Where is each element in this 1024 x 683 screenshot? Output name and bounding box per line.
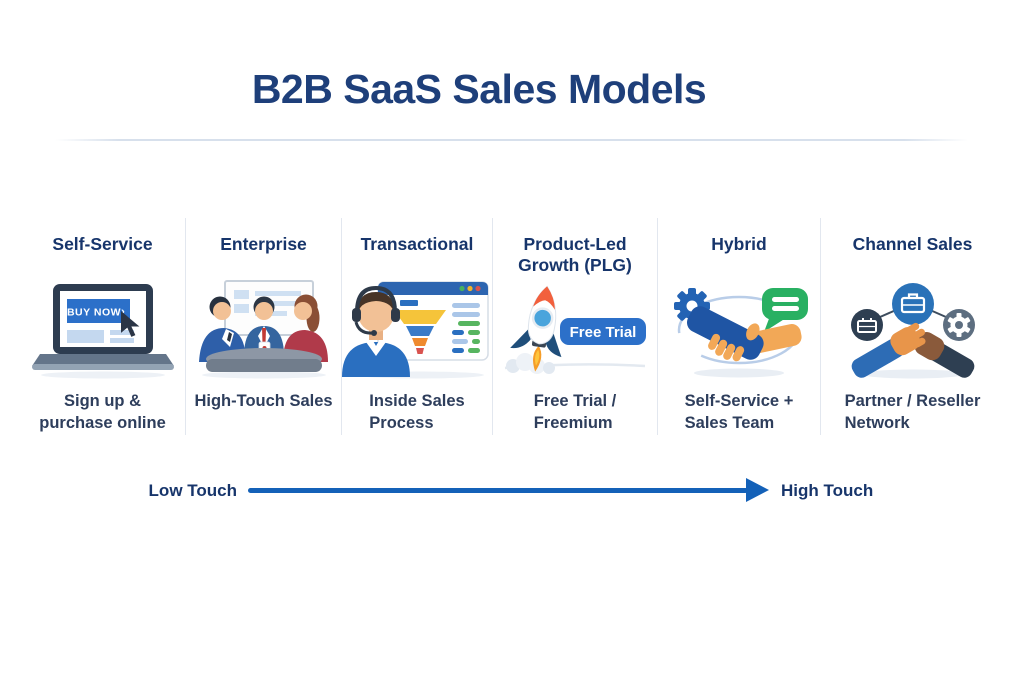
column-description: Self-Service + Sales Team <box>658 391 820 435</box>
meeting-illustration <box>198 280 328 379</box>
column-heading: Enterprise <box>186 218 341 280</box>
rocket-free-trial-icon: Free Trial <box>493 280 657 379</box>
toolbox-node-icon <box>850 309 883 341</box>
free-trial-button[interactable]: Free Trial <box>560 318 646 345</box>
description-line: Free Trial / <box>533 392 617 410</box>
description-line: purchase online <box>39 413 166 432</box>
heading-line: Channel Sales <box>852 234 973 254</box>
screen-placeholder-line <box>109 338 134 343</box>
description-line: Inside Sales <box>369 392 465 410</box>
column-description: Inside Sales Process <box>342 391 492 435</box>
column-channel-sales: Channel Sales <box>821 218 1004 435</box>
rocket-illustration: Free Trial <box>504 285 646 374</box>
mic-boom-icon <box>354 321 374 335</box>
window-dot-green <box>459 285 465 292</box>
handshake-gear-chat-icon <box>658 280 820 379</box>
laptop-base <box>31 354 174 366</box>
column-description: High-Touch Sales <box>186 391 341 413</box>
headset-earcup-icon <box>391 308 400 322</box>
dashboard-screen <box>377 281 489 361</box>
chevron-right-icon: › <box>121 306 125 318</box>
page-title: B2B SaaS Sales Models <box>251 66 707 112</box>
column-heading: Hybrid <box>658 218 820 280</box>
free-trial-label: Free Trial <box>570 324 637 341</box>
inside-sales-illustration <box>342 281 489 379</box>
meeting-table-icon <box>186 280 341 379</box>
heading-line: Enterprise <box>220 234 307 254</box>
touch-arrow-head-icon <box>746 478 769 502</box>
description-line: Sales Team <box>684 413 775 432</box>
description-line: High-Touch Sales <box>194 392 333 410</box>
description-line: Process <box>369 413 434 432</box>
smoke-clouds <box>506 353 555 374</box>
chat-bubble-icon <box>762 288 808 332</box>
title-divider <box>55 139 968 141</box>
column-heading: Transactional <box>342 218 492 280</box>
column-description: Partner / Reseller Network <box>821 391 1004 435</box>
agent-person <box>342 285 410 377</box>
mic-icon <box>371 330 377 336</box>
hybrid-illustration <box>674 288 808 378</box>
dashboard-list <box>452 303 480 353</box>
window-dot-yellow <box>467 285 473 292</box>
column-description: Sign up & purchase online <box>20 391 185 435</box>
buy-now-label: BUY NOW <box>66 307 120 319</box>
icon-shadow <box>40 371 165 379</box>
description-line: Sign up & <box>64 392 141 410</box>
description-line: Freemium <box>533 413 613 432</box>
column-description: Free Trial / Freemium <box>493 391 657 435</box>
low-touch-label: Low Touch <box>148 481 237 500</box>
cursor-icon <box>120 311 139 337</box>
laptop-base-lip <box>31 364 174 370</box>
sales-model-columns: Self-Service BUY NOW › <box>20 218 1004 435</box>
meeting-table <box>205 341 322 372</box>
column-transactional: Transactional <box>342 218 493 435</box>
buy-now-button[interactable]: BUY NOW › <box>66 299 130 323</box>
heading-line: Growth (PLG) <box>518 254 632 275</box>
column-hybrid: Hybrid <box>658 218 821 435</box>
screen-placeholder-line <box>109 330 134 335</box>
partner-network-icon <box>821 280 1004 379</box>
column-heading: Product-Led Growth (PLG) <box>493 218 657 280</box>
laptop-buy-now-icon: BUY NOW › <box>20 280 185 379</box>
laptop-illustration: BUY NOW › <box>31 284 174 379</box>
touch-arrow-line <box>248 488 748 493</box>
handshake-icon <box>686 306 802 362</box>
window-dot-red <box>475 285 481 292</box>
headset-band-icon <box>355 285 397 313</box>
icon-shadow <box>694 368 784 378</box>
gear-node-icon <box>942 309 975 341</box>
funnel-chart-icon <box>394 300 446 354</box>
heading-line: Transactional <box>360 234 474 254</box>
headset-earcup-icon <box>352 308 361 322</box>
heading-line: Product-Led <box>523 234 627 254</box>
screen-placeholder-block <box>66 330 104 343</box>
rocket-icon <box>510 285 562 372</box>
description-line: Self-Service + <box>684 392 794 410</box>
icon-shadow <box>201 371 326 379</box>
support-agent-icon <box>342 280 492 379</box>
icon-shadow <box>860 369 965 379</box>
column-heading: Self-Service <box>20 218 185 280</box>
column-self-service: Self-Service BUY NOW › <box>20 218 186 435</box>
heading-line: Self-Service <box>52 234 153 254</box>
description-line: Network <box>844 413 910 432</box>
column-heading: Channel Sales <box>821 218 1004 280</box>
column-product-led-growth: Product-Led Growth (PLG) Free Trial <box>493 218 658 435</box>
channel-illustration <box>850 283 975 379</box>
column-enterprise: Enterprise <box>186 218 342 435</box>
heading-line: Hybrid <box>711 234 767 254</box>
person-left <box>198 296 245 362</box>
description-line: Partner / Reseller <box>844 392 981 410</box>
high-touch-label: High Touch <box>781 481 874 500</box>
briefcase-node-icon <box>891 283 934 325</box>
partner-handshake-icon <box>851 322 974 378</box>
